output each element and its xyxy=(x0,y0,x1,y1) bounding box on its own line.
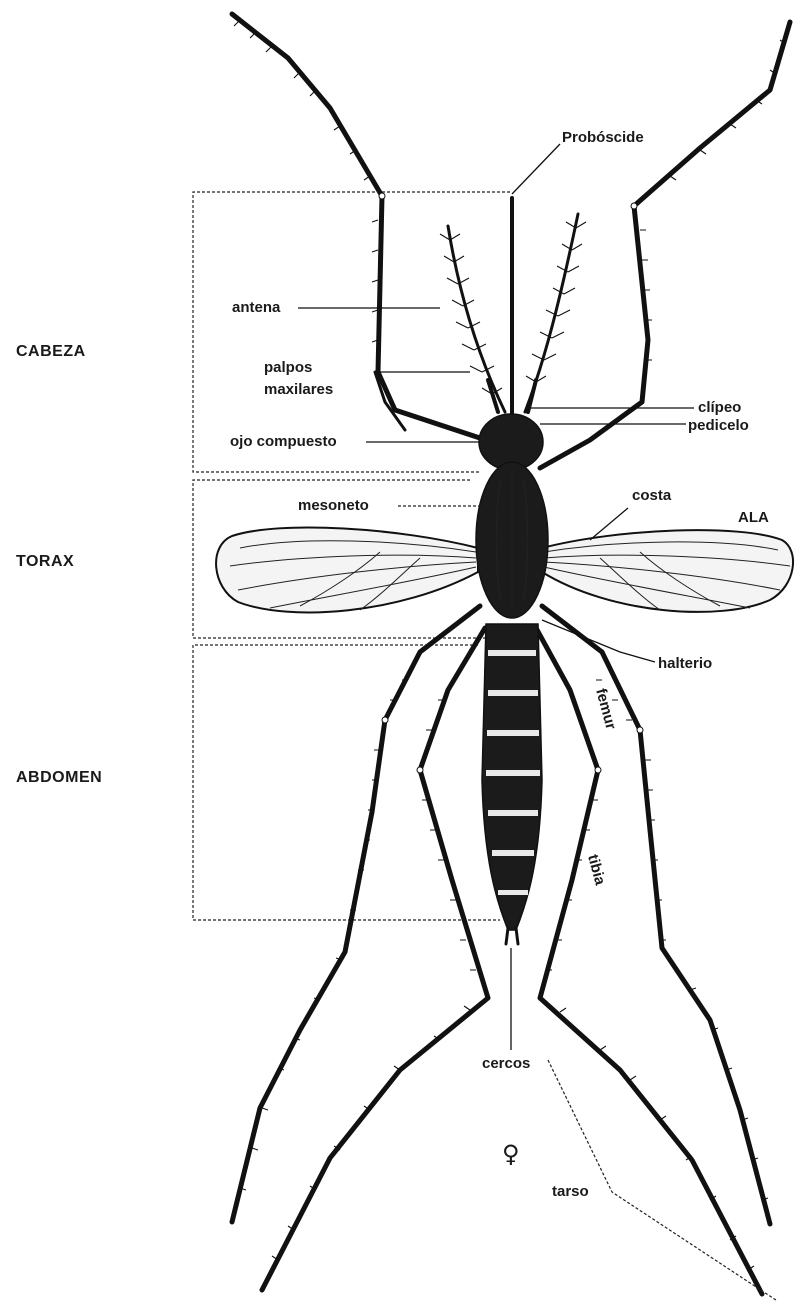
region-label-thorax: TORAX xyxy=(16,553,74,570)
label-antenna: antena xyxy=(232,299,281,316)
label-mesonotum: mesoneto xyxy=(298,497,369,514)
region-label-head: CABEZA xyxy=(16,343,86,360)
label-tibia: tibia xyxy=(584,853,609,888)
label-compound-eye: ojo compuesto xyxy=(230,433,337,450)
label-femur: femur xyxy=(592,687,619,732)
wing-left xyxy=(216,527,478,612)
label-costa: costa xyxy=(632,487,672,504)
mosquito-body xyxy=(476,414,548,944)
label-clypeus: clípeo xyxy=(698,399,741,416)
wing-right xyxy=(542,530,793,612)
label-wing: ALA xyxy=(738,509,769,526)
label-palps-line2: maxilares xyxy=(264,381,333,398)
label-proboscis: Probóscide xyxy=(562,129,644,146)
label-cerci: cercos xyxy=(482,1055,530,1072)
label-palps-line1: palpos xyxy=(264,359,312,376)
label-haltere: halterio xyxy=(658,655,712,672)
label-tarsus: tarso xyxy=(552,1183,589,1200)
front-leg-left xyxy=(232,14,492,442)
hind-leg-left xyxy=(262,628,488,1290)
front-leg-right xyxy=(540,22,790,468)
abdomen xyxy=(482,624,542,930)
region-label-abdomen: ABDOMEN xyxy=(16,769,102,786)
female-symbol: ♀ xyxy=(502,1140,520,1168)
middle-leg-right xyxy=(542,606,770,1224)
label-pedicel: pedicelo xyxy=(688,417,749,434)
